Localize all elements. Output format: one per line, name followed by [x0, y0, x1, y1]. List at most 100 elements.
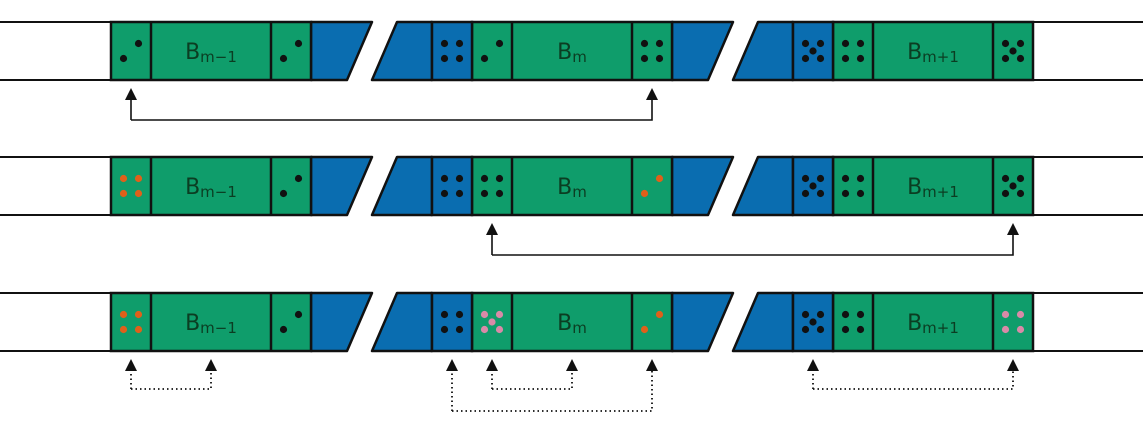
dice-pip — [455, 39, 464, 48]
block-label-base: B — [907, 40, 922, 65]
dice-pip — [640, 189, 649, 198]
block-curr-body — [470, 155, 674, 217]
block-next-body — [831, 20, 1035, 82]
arrowhead-icon — [125, 359, 137, 371]
block-next-head — [731, 20, 795, 82]
dice-pip — [495, 39, 504, 48]
dice-pip — [1001, 39, 1010, 48]
dice-pip — [440, 174, 449, 183]
dice-pip — [816, 39, 825, 48]
block-label-next: Bm+1 — [907, 40, 959, 66]
block-label-sub: m−1 — [200, 183, 237, 201]
block-curr-head — [370, 155, 434, 217]
dice-pip — [1009, 182, 1017, 190]
chain-rail — [0, 156, 1143, 216]
dice-2-icon — [119, 39, 143, 63]
link-prev-left-to-prev-label — [130, 369, 212, 390]
dice-pip — [841, 310, 850, 319]
block-curr-blue-cell — [430, 291, 474, 353]
dice-pip — [480, 189, 489, 198]
dice-2-icon — [640, 310, 664, 334]
dice-pip — [1016, 325, 1025, 334]
block-next — [831, 20, 1035, 82]
block-label-curr: Bm — [557, 40, 587, 66]
link-curr-blue-left-to-curr-right — [451, 369, 653, 412]
dice-pip — [495, 174, 504, 183]
dice-pip — [440, 39, 449, 48]
dice-pip — [1009, 47, 1017, 55]
dice-5-icon — [801, 39, 825, 63]
block-label-base: B — [557, 175, 572, 200]
block-prev — [109, 20, 313, 82]
dice-pip — [1016, 39, 1025, 48]
block-label-prev: Bm−1 — [185, 40, 237, 66]
dice-pip — [856, 39, 865, 48]
arrowhead-icon — [486, 359, 498, 371]
dice-pip — [119, 174, 128, 183]
dice-4-icon — [841, 310, 865, 334]
dice-pip — [655, 310, 664, 319]
block-label-prev: Bm−1 — [185, 175, 237, 201]
dice-pip — [488, 318, 496, 326]
dice-pip — [640, 54, 649, 63]
dice-pip — [640, 325, 649, 334]
dice-pip — [480, 174, 489, 183]
block-curr-tail — [670, 291, 735, 353]
block-prev-tail — [309, 20, 374, 82]
chain-rail — [0, 292, 1143, 352]
block-label-base: B — [557, 311, 572, 336]
dice-pip — [119, 189, 128, 198]
dice-pip — [495, 325, 504, 334]
arrowhead-icon — [646, 359, 658, 371]
arrowhead-icon — [1007, 359, 1019, 371]
block-prev-tail — [309, 291, 374, 353]
dice-4-icon — [440, 39, 464, 63]
dice-pip — [440, 189, 449, 198]
dice-5-icon — [480, 310, 504, 334]
block-next-head — [731, 155, 795, 217]
block-next — [831, 291, 1035, 353]
dice-pip — [455, 325, 464, 334]
dice-pip — [801, 189, 810, 198]
dice-pip — [440, 325, 449, 334]
dice-pip — [801, 174, 810, 183]
arrowhead-icon — [125, 88, 137, 100]
dice-pip — [809, 318, 817, 326]
dice-pip — [841, 39, 850, 48]
block-curr — [470, 291, 674, 353]
dice-pip — [655, 39, 664, 48]
dice-pip — [801, 310, 810, 319]
dice-5-icon — [1001, 39, 1025, 63]
block-label-base: B — [907, 175, 922, 200]
arrowhead-icon — [566, 359, 578, 371]
block-label-curr: Bm — [557, 311, 587, 337]
dice-pip — [119, 325, 128, 334]
dice-5-icon — [801, 174, 825, 198]
dice-5-icon — [1001, 174, 1025, 198]
link-curr-left-to-next-right — [491, 233, 1014, 256]
dice-pip — [279, 189, 288, 198]
dice-pip — [801, 325, 810, 334]
dice-4-icon — [119, 310, 143, 334]
block-next-body — [831, 291, 1035, 353]
dice-4-icon — [640, 39, 664, 63]
block-prev-body — [109, 155, 313, 217]
dice-pip — [455, 310, 464, 319]
dice-pip — [134, 39, 143, 48]
link-curr-left-to-curr-label — [491, 369, 573, 390]
block-label-base: B — [557, 40, 572, 65]
dice-pip — [816, 189, 825, 198]
block-label-next: Bm+1 — [907, 311, 959, 337]
dice-2-icon — [279, 39, 303, 63]
block-prev-tail — [309, 155, 374, 217]
dice-pip — [134, 174, 143, 183]
dice-2-icon — [279, 310, 303, 334]
block-prev-body — [109, 291, 313, 353]
dice-pip — [809, 47, 817, 55]
block-label-sub: m — [572, 48, 587, 66]
dice-4-icon — [440, 310, 464, 334]
dice-pip — [119, 54, 128, 63]
